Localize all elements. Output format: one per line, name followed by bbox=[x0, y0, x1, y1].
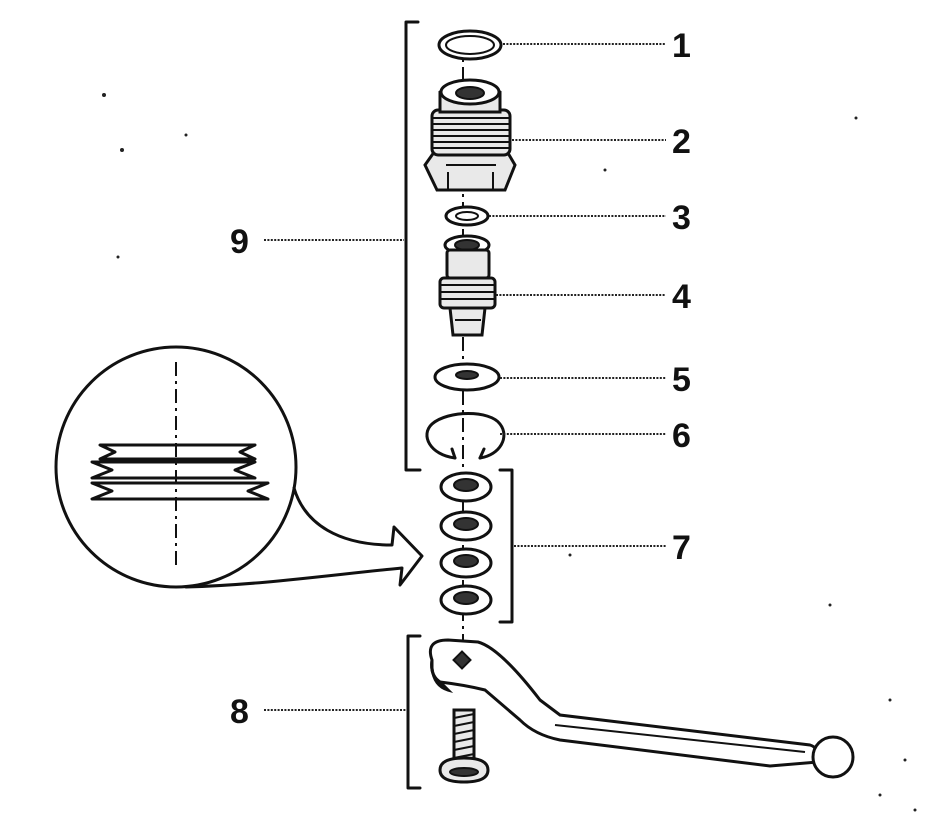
callout-3: 3 bbox=[672, 199, 691, 237]
ring-profile-detail bbox=[98, 443, 257, 461]
detail-magnifier bbox=[54, 345, 298, 589]
callout-5: 5 bbox=[672, 361, 691, 399]
part-5-flat-washer bbox=[433, 362, 501, 392]
part-7-packing-rings bbox=[439, 471, 493, 616]
callout-6: 6 bbox=[672, 417, 691, 455]
callout-7: 7 bbox=[672, 529, 691, 567]
bracket-9 bbox=[404, 20, 422, 472]
bracket-7 bbox=[498, 468, 514, 624]
callout-9: 9 bbox=[230, 223, 249, 261]
detail-arrow bbox=[184, 486, 424, 589]
part-8-handle-lever bbox=[428, 638, 855, 779]
bracket-8 bbox=[406, 634, 422, 790]
part-3-small-washer bbox=[444, 205, 490, 227]
part-6-circlip bbox=[425, 412, 506, 460]
callout-8: 8 bbox=[230, 693, 249, 731]
callout-4: 4 bbox=[672, 278, 691, 316]
scan-noise bbox=[102, 93, 917, 812]
part-8-screw bbox=[438, 708, 490, 784]
part-4-valve-insert bbox=[438, 234, 497, 337]
part-1-ring bbox=[437, 29, 503, 61]
callout-2: 2 bbox=[672, 123, 691, 161]
part-2-valve-body bbox=[423, 78, 517, 192]
callout-1: 1 bbox=[672, 27, 691, 65]
